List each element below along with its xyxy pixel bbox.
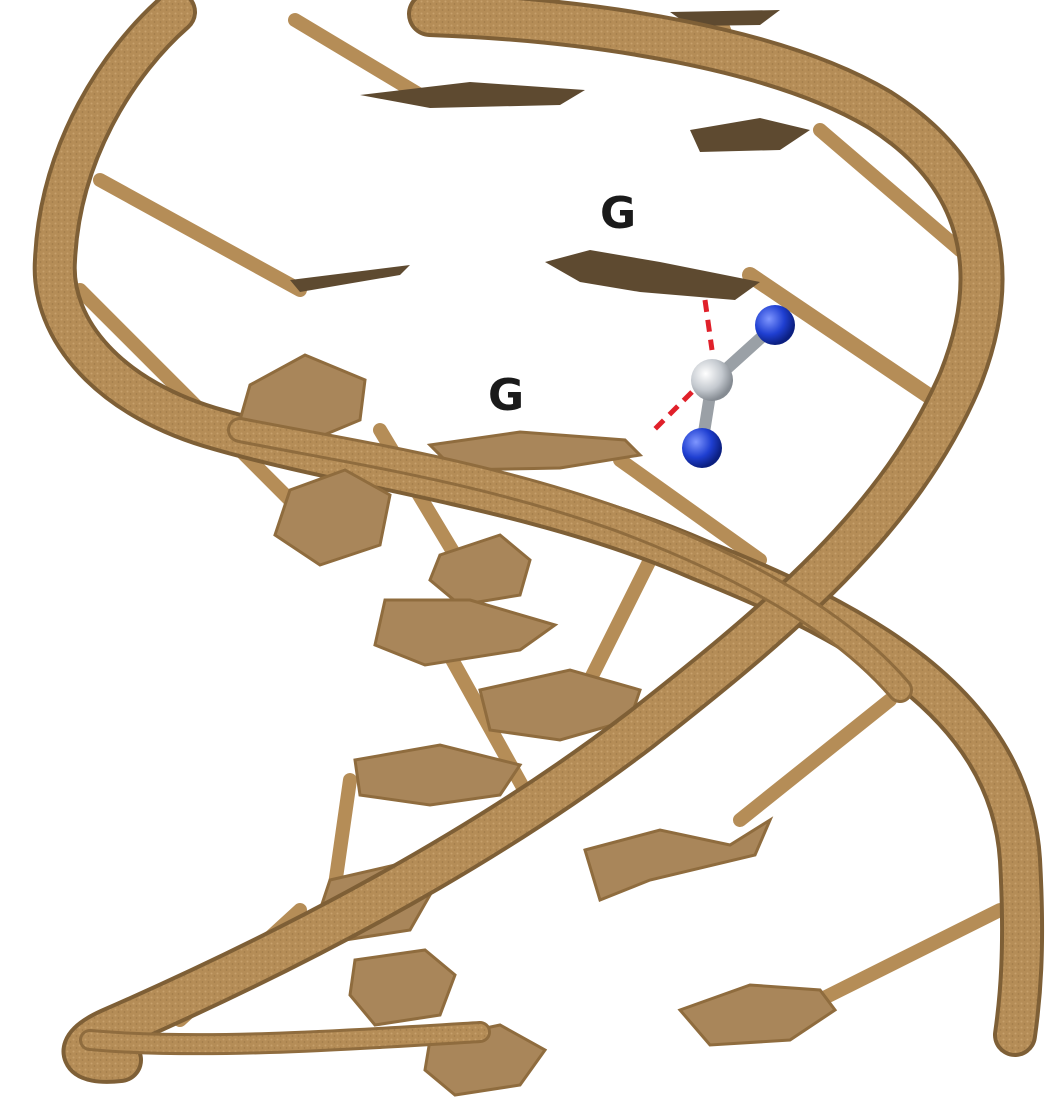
- base-plate: [585, 820, 770, 900]
- lower-guanine-label: G: [488, 370, 524, 421]
- rung: [100, 180, 300, 290]
- base-plate: [290, 265, 410, 292]
- nitrogen-atom: [682, 428, 722, 468]
- base-plate: [680, 985, 835, 1045]
- hydrogen-bond: [705, 300, 712, 350]
- base-plate: [375, 600, 555, 665]
- rung: [740, 700, 890, 820]
- base-plate: [690, 118, 810, 152]
- crosslink-molecule: [652, 300, 795, 468]
- hydrogen-bond: [652, 392, 692, 432]
- guanine-upper-plate: [545, 250, 760, 300]
- rung: [820, 910, 1000, 1000]
- base-plate: [350, 950, 455, 1025]
- carbon-atom: [691, 359, 733, 401]
- rung: [295, 20, 420, 95]
- base-plate: [275, 470, 390, 565]
- upper-guanine-label: G: [600, 188, 636, 239]
- nitrogen-atom: [755, 305, 795, 345]
- base-plate: [355, 745, 520, 805]
